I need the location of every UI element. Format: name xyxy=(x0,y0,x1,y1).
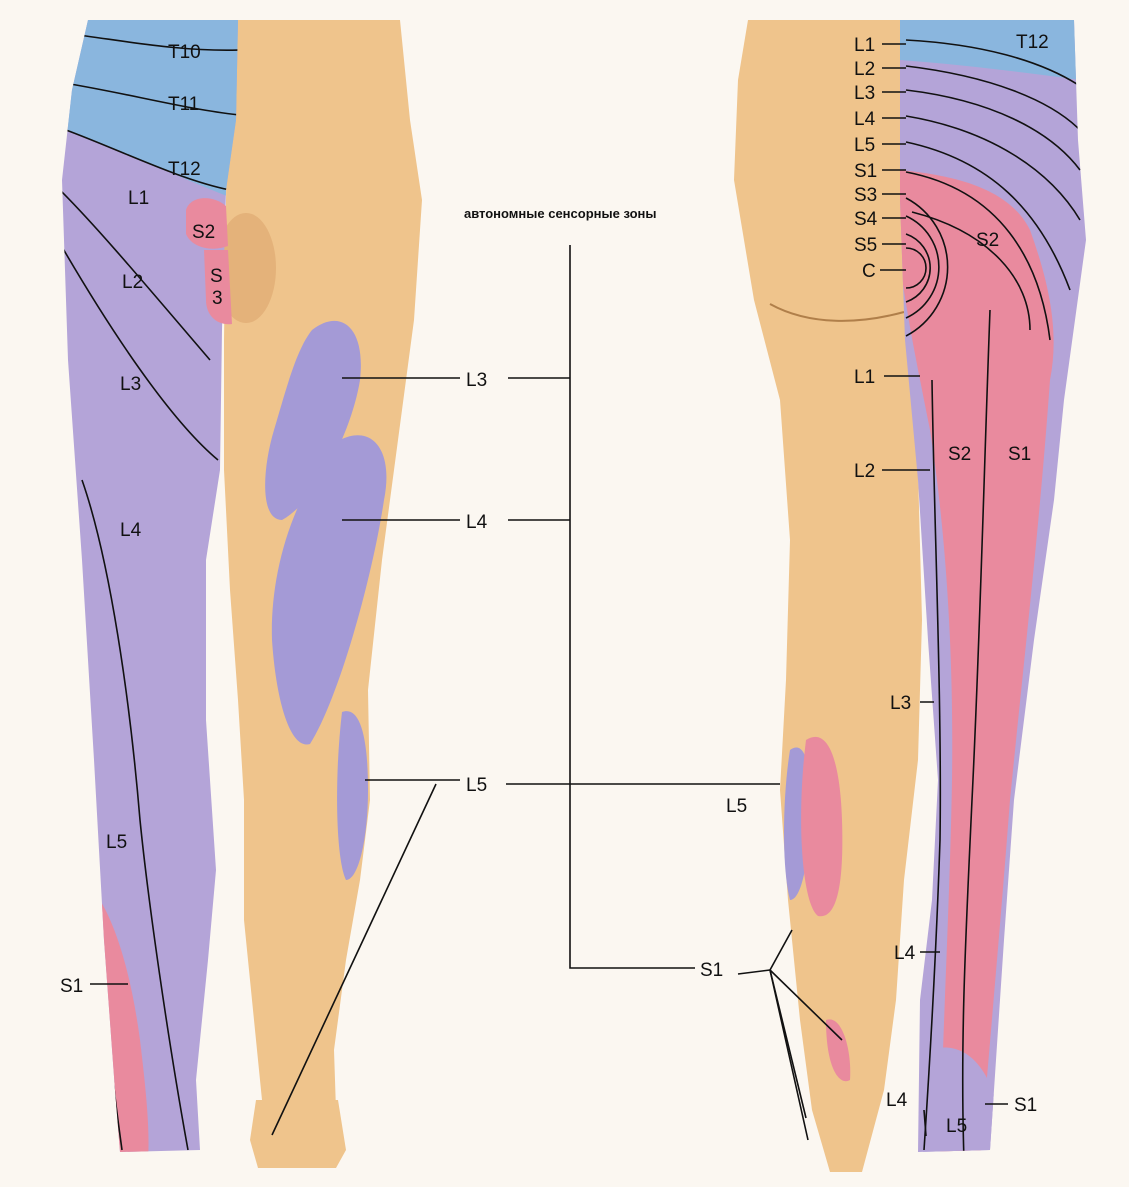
autonomous-zone-l5 xyxy=(337,711,368,880)
back-label-s3: S3 xyxy=(854,185,877,206)
front-label-s2: S2 xyxy=(192,222,215,243)
back-label-l3: L3 xyxy=(854,83,875,104)
front-label-l5: L5 xyxy=(106,832,127,853)
back-label-s2-thigh: S2 xyxy=(948,444,971,465)
zone-label-l5: L5 xyxy=(466,775,487,796)
back-label-l3-leg: L3 xyxy=(890,693,911,714)
anterior-view xyxy=(40,0,422,1182)
back-label-l5-calf: L5 xyxy=(726,796,747,817)
back-label-l5-foot: L5 xyxy=(946,1116,967,1137)
back-label-l4: L4 xyxy=(854,109,876,130)
back-label-l2-thigh: L2 xyxy=(854,461,875,482)
back-label-l4-foot: L4 xyxy=(886,1090,908,1111)
back-label-l4-leg: L4 xyxy=(894,943,916,964)
anterior-foot xyxy=(250,1100,346,1168)
back-label-s1-foot: S1 xyxy=(1014,1095,1037,1116)
back-label-s4: S4 xyxy=(854,209,878,230)
back-label-s1-thigh: S1 xyxy=(1008,444,1031,465)
posterior-view xyxy=(734,0,1110,1182)
zone-label-s1: S1 xyxy=(700,960,723,981)
front-label-t10: T10 xyxy=(168,42,201,63)
back-label-s5: S5 xyxy=(854,235,877,256)
back-label-l1: L1 xyxy=(854,35,875,56)
front-label-l1: L1 xyxy=(128,188,149,209)
back-label-s2-buttock: S2 xyxy=(976,230,999,251)
posterior-skin xyxy=(734,20,922,1172)
front-label-l4: L4 xyxy=(120,520,142,541)
back-label-l1-thigh: L1 xyxy=(854,367,875,388)
back-label-s1: S1 xyxy=(854,161,877,182)
back-label-t12: T12 xyxy=(1016,32,1049,53)
front-label-t12: T12 xyxy=(168,159,201,180)
front-label-s1: S1 xyxy=(60,976,83,997)
front-label-s3-line1: S xyxy=(210,266,223,287)
front-label-l3: L3 xyxy=(120,374,141,395)
zone-label-l4: L4 xyxy=(466,512,488,533)
zone-label-l3: L3 xyxy=(466,370,487,391)
back-label-l5: L5 xyxy=(854,135,875,156)
back-label-l2: L2 xyxy=(854,59,875,80)
back-label-c: C xyxy=(862,261,876,282)
title-autonomous-zones: автономные сенсорные зоны xyxy=(464,206,656,221)
front-label-l2: L2 xyxy=(122,272,143,293)
front-label-t11: T11 xyxy=(168,94,199,115)
front-label-s3-line2: 3 xyxy=(212,288,223,309)
